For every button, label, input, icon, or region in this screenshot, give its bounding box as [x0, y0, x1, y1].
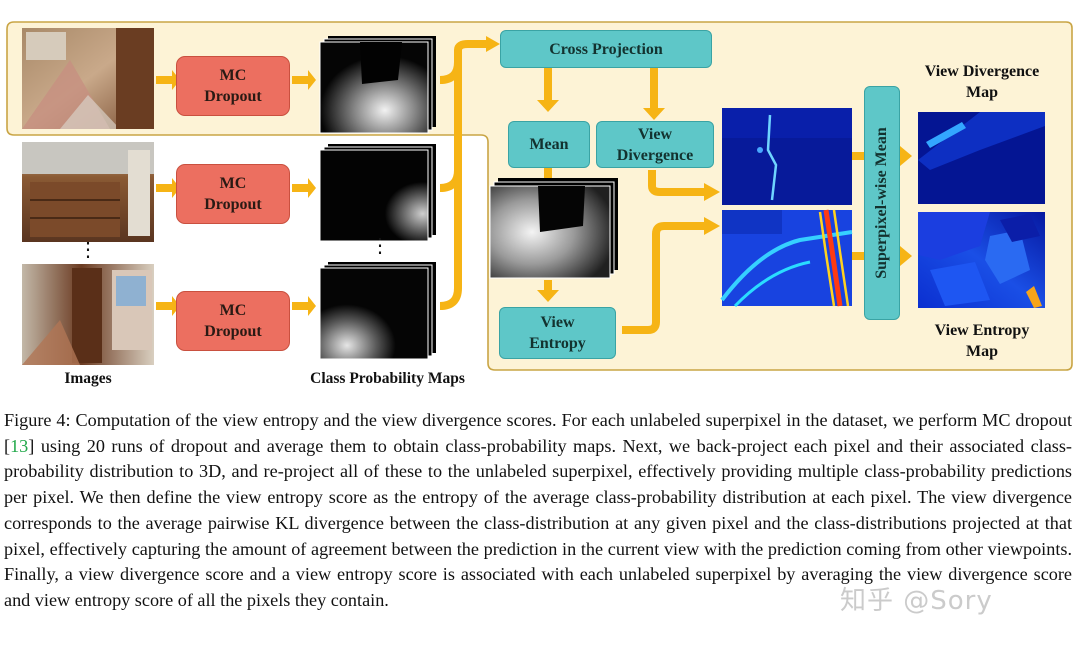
prob-stack-2: [319, 144, 436, 242]
prob-stack-1: [319, 36, 436, 134]
mean-label: Mean: [529, 136, 569, 153]
input-image-1: [22, 28, 154, 129]
figure: MC Dropout MC Dropout MC Dropout Cross P…: [6, 21, 1073, 387]
mc-dropout-label-2: MC Dropout: [204, 175, 262, 213]
mean-map-stack: [489, 178, 618, 279]
view-entropy-box: View Entropy: [499, 307, 616, 359]
view-entropy-label: View Entropy: [529, 314, 586, 352]
view-divergence-map-title: View Divergence Map: [924, 63, 1040, 101]
view-divergence-raw-map: [722, 108, 852, 205]
mc-dropout-box-3: MC Dropout: [176, 291, 290, 351]
input-image-3: [22, 264, 154, 365]
view-divergence-box: View Divergence: [596, 121, 714, 168]
view-divergence-map: [918, 112, 1045, 204]
caption-rest: ] using 20 runs of dropout and average t…: [4, 435, 1072, 610]
watermark: 知乎 @Sory: [840, 586, 993, 616]
superpixel-wise-mean-label: Superpixel-wise Mean: [873, 127, 890, 279]
mc-dropout-box-1: MC Dropout: [176, 56, 290, 116]
class-probability-maps-label: Class Probability Maps: [310, 370, 465, 387]
view-entropy-map: [918, 212, 1045, 308]
view-entropy-raw-map: [720, 209, 853, 308]
caption-lead: Figure 4: Computation of the view entrop…: [4, 410, 1072, 456]
view-divergence-label: View Divergence: [616, 125, 694, 164]
figure-caption: Figure 4: Computation of the view entrop…: [4, 408, 1072, 614]
citation-link[interactable]: 13: [10, 435, 29, 456]
prob-stack-3: [319, 262, 436, 360]
mc-dropout-label-3: MC Dropout: [204, 302, 262, 340]
mean-box: Mean: [508, 121, 590, 168]
cross-projection-box: Cross Projection: [500, 30, 712, 68]
mc-dropout-box-2: MC Dropout: [176, 164, 290, 224]
cross-projection-label: Cross Projection: [549, 40, 663, 58]
images-label: Images: [64, 370, 112, 387]
mc-dropout-label-1: MC Dropout: [204, 67, 262, 105]
input-image-2: [22, 142, 154, 242]
view-entropy-map-title: View Entropy Map: [934, 322, 1030, 360]
images-ellipsis: ⋮: [78, 239, 98, 261]
superpixel-wise-mean-box: Superpixel-wise Mean: [864, 86, 900, 320]
maps-ellipsis: ⋮: [370, 235, 390, 257]
